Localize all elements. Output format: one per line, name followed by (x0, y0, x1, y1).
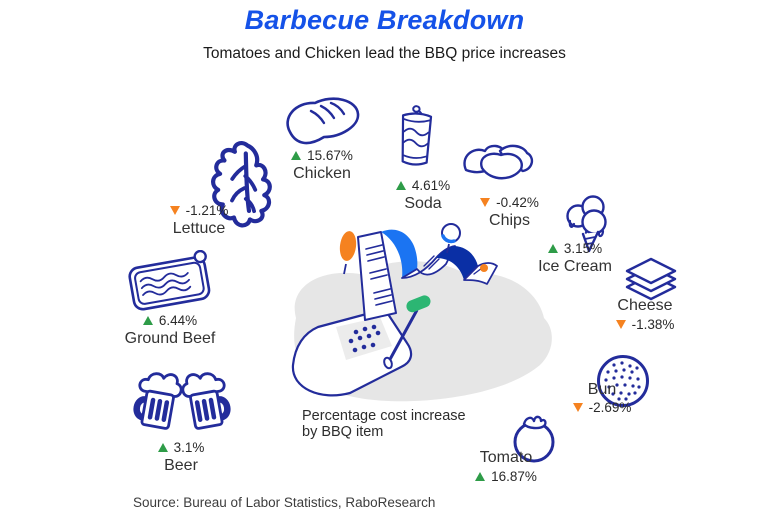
chicken-icon (286, 97, 360, 145)
beer-change-value: 3.1% (173, 440, 205, 455)
item-tomato: Tomato 16.87% (456, 449, 556, 484)
item-ice-cream: 3.15% Ice Cream (525, 241, 625, 276)
tomato-change: 16.87% (456, 469, 556, 484)
down-triangle-icon (572, 403, 583, 412)
ice-cream-label: Ice Cream (538, 258, 612, 275)
chips-change: -0.42% (462, 195, 557, 210)
item-cheese: Cheese -1.38% (595, 297, 695, 332)
bun-label: Bun (587, 381, 617, 398)
item-bun: Bun -2.69% (552, 381, 652, 415)
bun-icon (597, 355, 649, 407)
chips-change-value: -0.42% (496, 195, 539, 210)
ground-beef-label: Ground Beef (124, 330, 216, 347)
beer-change: 3.1% (126, 440, 236, 455)
lettuce-change-value: -1.21% (185, 203, 229, 218)
ice-cream-change: 3.15% (525, 241, 625, 256)
ground-beef-icon (128, 250, 211, 311)
item-ground-beef: 6.44% Ground Beef (114, 313, 226, 348)
soda-can-icon (401, 105, 433, 166)
lettuce-change: -1.21% (143, 203, 255, 218)
tomato-label: Tomato (479, 449, 533, 466)
lettuce-icon (211, 141, 272, 228)
chicken-label: Chicken (293, 165, 351, 182)
chicken-change: 15.67% (267, 148, 377, 163)
ground-beef-change: 6.44% (114, 313, 226, 328)
page-title: Barbecue Breakdown (244, 5, 525, 35)
down-triangle-icon (169, 206, 180, 215)
cheese-change-value: -1.38% (631, 317, 675, 332)
down-triangle-icon (615, 320, 626, 329)
beer-mugs-icon (130, 358, 234, 438)
center-caption: Percentage cost increase by BBQ item (302, 408, 466, 440)
cheese-label: Cheese (617, 297, 673, 314)
ground-beef-change-value: 6.44% (158, 313, 198, 328)
up-triangle-icon (142, 316, 153, 325)
ice-cream-change-value: 3.15% (563, 241, 603, 256)
up-triangle-icon (547, 244, 558, 253)
up-triangle-icon (395, 181, 406, 190)
item-beer: 3.1% Beer (126, 440, 236, 475)
chips-label: Chips (489, 212, 530, 229)
item-chips: -0.42% Chips (462, 195, 557, 230)
chicken-change-value: 15.67% (307, 148, 353, 163)
ice-cream-icon (566, 195, 607, 253)
cheese-change: -1.38% (595, 317, 695, 332)
up-triangle-icon (291, 151, 302, 160)
adding-machine-illustration (291, 223, 552, 402)
up-triangle-icon (475, 472, 486, 481)
bun-change: -2.69% (552, 400, 652, 415)
source-note: Source: Bureau of Labor Statistics, Rabo… (133, 495, 436, 510)
down-triangle-icon (480, 198, 491, 207)
bun-change-value: -2.69% (588, 400, 632, 415)
tomato-change-value: 16.87% (491, 469, 537, 484)
soda-label: Soda (404, 195, 442, 212)
lettuce-label: Lettuce (172, 220, 226, 237)
soda-change-value: 4.61% (411, 178, 451, 193)
beer-label: Beer (164, 457, 198, 474)
tomato-icon (513, 415, 555, 463)
cheese-icon (625, 257, 677, 301)
caption-line-1: Percentage cost increase (302, 408, 466, 424)
up-triangle-icon (157, 443, 168, 452)
caption-line-2: by BBQ item (302, 424, 384, 440)
item-soda: 4.61% Soda (378, 178, 468, 213)
page-subtitle: Tomatoes and Chicken lead the BBQ price … (203, 45, 566, 62)
item-lettuce: -1.21% Lettuce (143, 203, 255, 238)
soda-change: 4.61% (378, 178, 468, 193)
item-chicken: 15.67% Chicken (267, 148, 377, 183)
chips-icon (463, 144, 534, 180)
